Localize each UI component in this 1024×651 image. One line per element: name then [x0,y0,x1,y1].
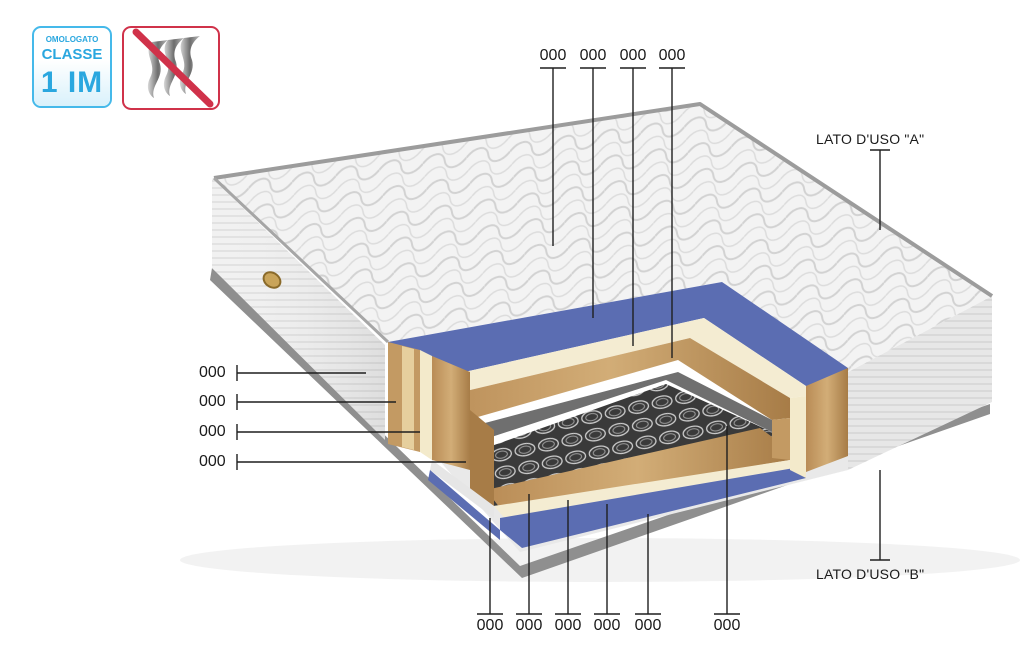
callout-label-left-4: 000 [199,453,226,470]
callout-label-top-3: 000 [619,47,647,64]
fire-class-certification-icon: OMOLOGATO CLASSE 1 IM [32,26,112,108]
callout-label-bottom-5: 000 [634,617,662,634]
no-dust-mites-icon [122,26,220,110]
side-b-label: LATO D'USO "B" [816,566,925,582]
callout-label-top-4: 000 [658,47,686,64]
badge-line-2: CLASSE [41,46,103,63]
callout-label-bottom-1: 000 [476,617,504,634]
callout-label-left-3: 000 [199,423,226,440]
no-mites-graphic [132,28,214,108]
badge-line-1: OMOLOGATO [45,35,99,44]
callout-label-left-2: 000 [199,393,226,410]
callout-label-bottom-4: 000 [593,617,621,634]
callout-label-bottom-3: 000 [554,617,582,634]
callout-label-bottom-2: 000 [515,617,543,634]
callout-label-top-2: 000 [579,47,607,64]
badge-line-3: 1 IM [40,66,104,99]
callout-label-top-1: 000 [539,47,567,64]
callout-label-bottom-6: 000 [713,617,741,634]
callout-label-left-1: 000 [199,364,226,381]
side-a-label: LATO D'USO "A" [816,131,925,147]
